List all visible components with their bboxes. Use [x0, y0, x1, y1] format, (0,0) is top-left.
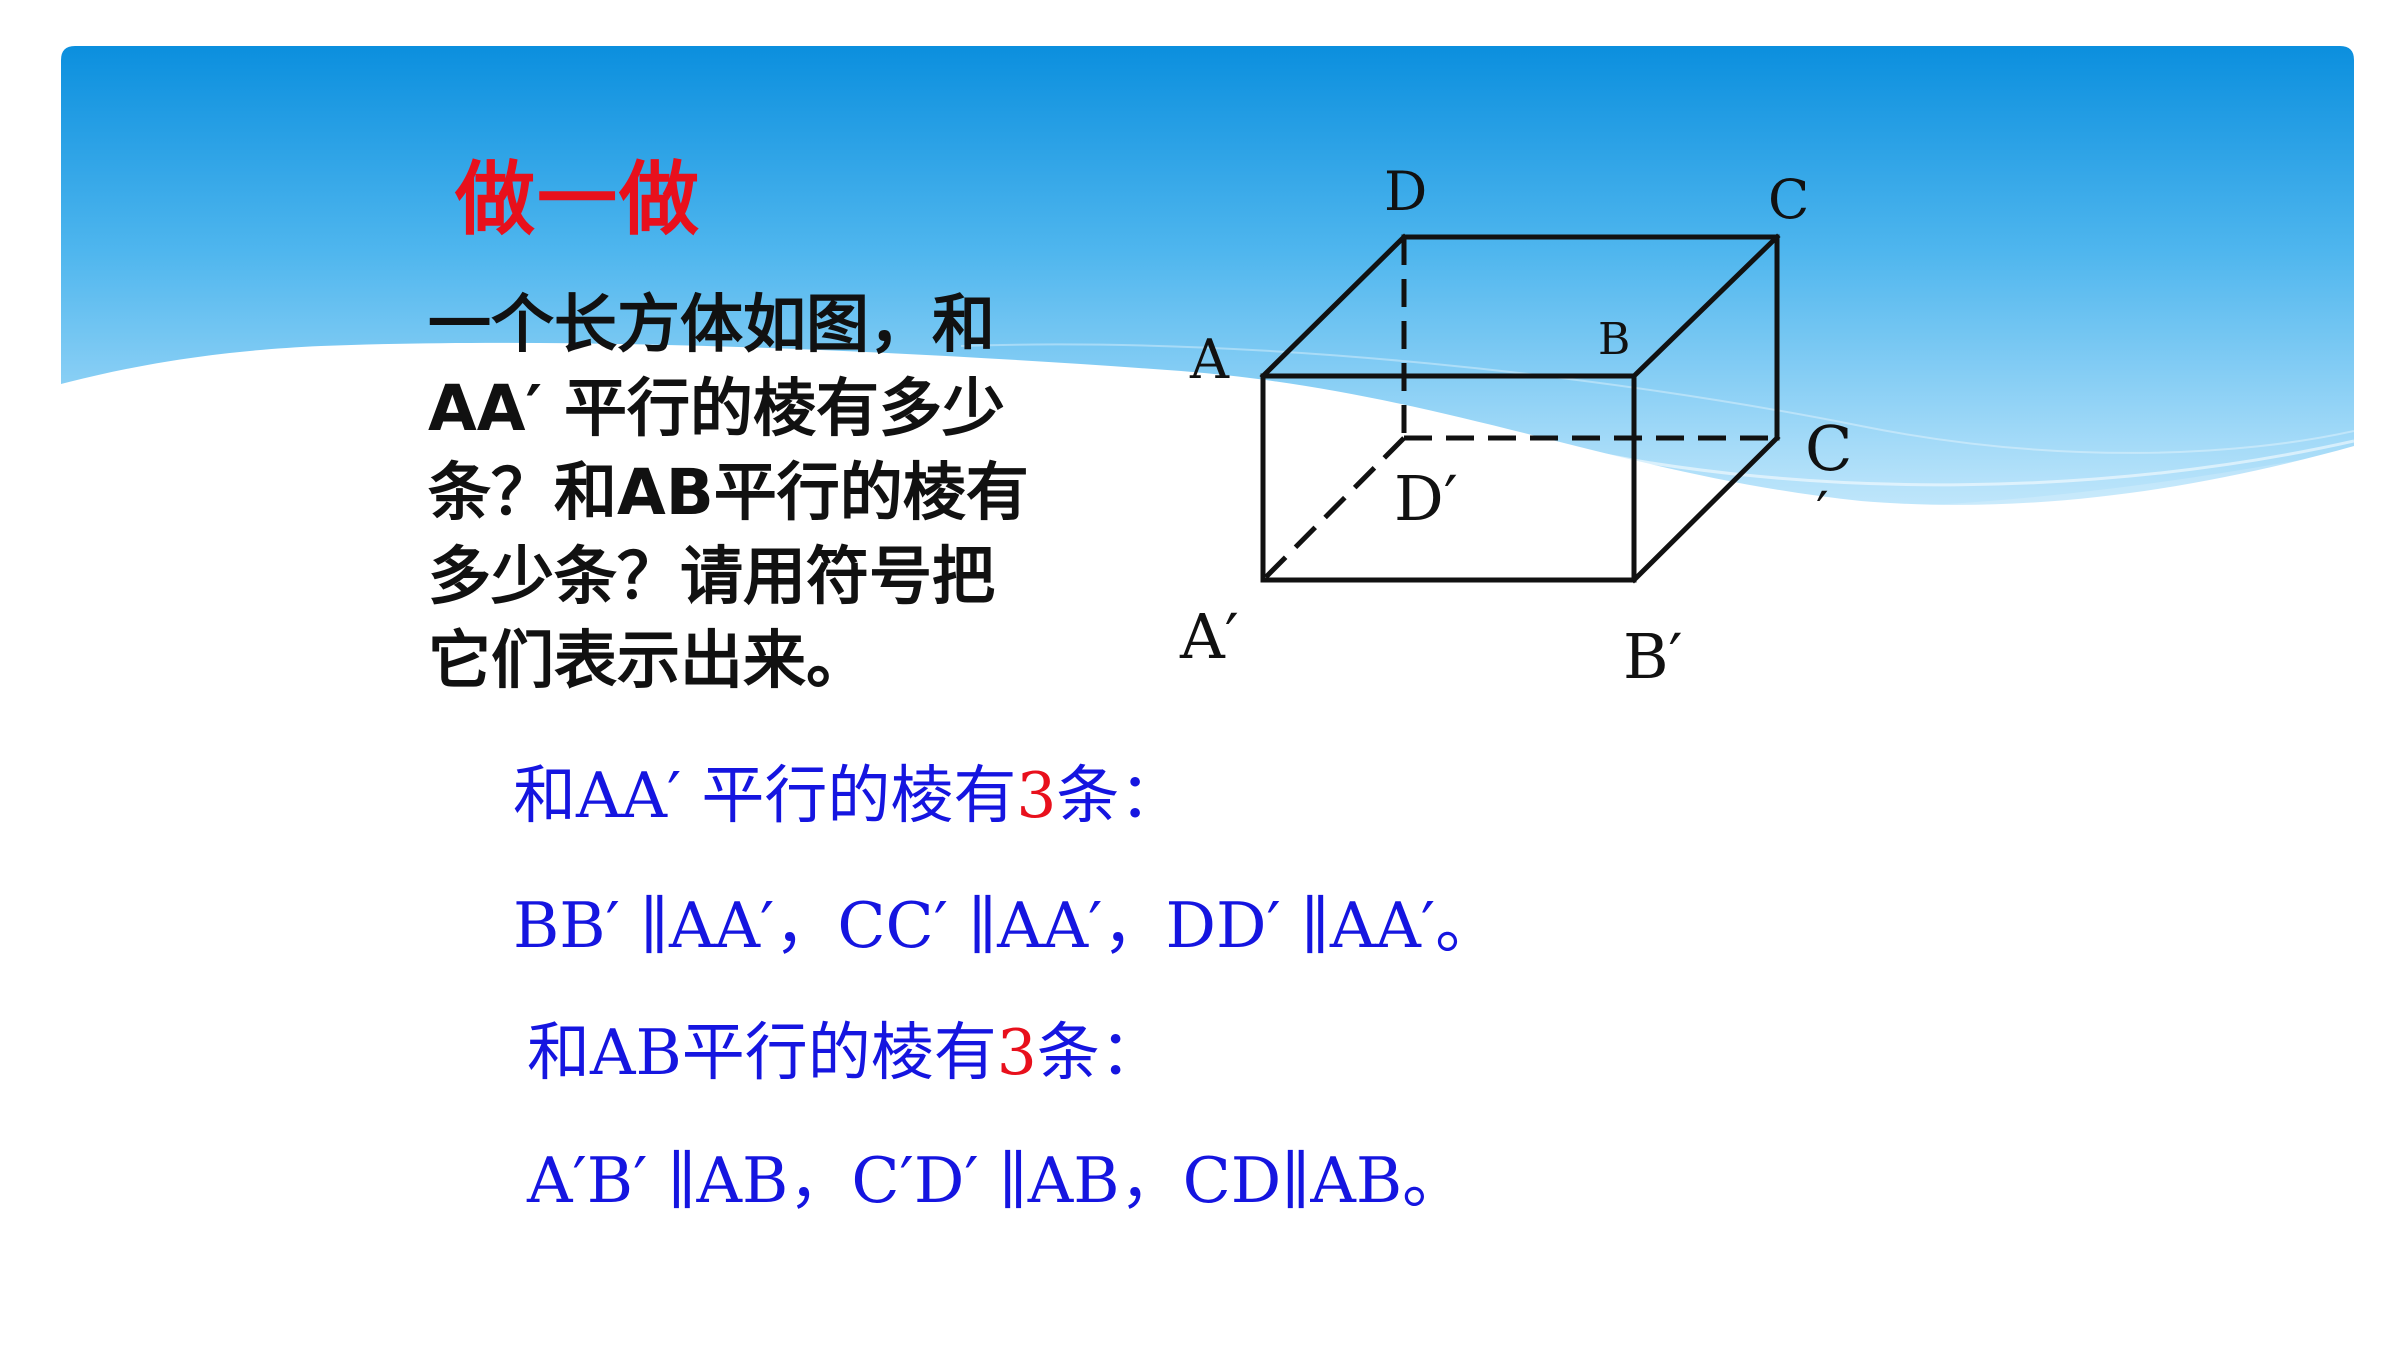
label-A-prime: A′	[1179, 600, 1239, 673]
label-C-prime-mark: ′	[1816, 481, 1829, 546]
banner-wave-highlight	[760, 368, 2354, 487]
answer-aa-count: 3	[1016, 759, 1057, 832]
hidden-edge-D-prime-A-prime	[1261, 436, 1406, 582]
banner-wave-highlight-2	[960, 343, 2354, 454]
question-line: 一个长方体如图，和	[428, 288, 995, 361]
label-C: C	[1768, 168, 1809, 231]
question-line: AA′ 平行的棱有多少	[428, 372, 1006, 445]
answer-aa-heading-prefix: 和AA′ 平行的棱有	[513, 759, 1017, 832]
label-D-prime: D′	[1394, 462, 1458, 535]
label-A: A	[1189, 328, 1230, 391]
answer-ab-heading: 和AB平行的棱有3条：	[527, 1002, 1163, 1093]
question-text: 一个长方体如图，和 AA′ 平行的棱有多少 条？和AB平行的棱有 多少条？请用符…	[428, 283, 1108, 703]
edge-AD	[1259, 233, 1408, 380]
header-banner	[61, 46, 2354, 522]
question-line: 多少条？请用符号把	[428, 540, 995, 613]
label-D: D	[1384, 160, 1427, 223]
answer-aa-heading-suffix: 条：	[1056, 759, 1183, 832]
answer-ab-count: 3	[996, 1016, 1037, 1089]
question-line: 它们表示出来。	[428, 624, 869, 697]
page-title: 做一做	[455, 153, 701, 246]
label-B-prime: B′	[1623, 620, 1683, 693]
edge-CB	[1630, 233, 1781, 380]
answer-aa-heading: 和AA′ 平行的棱有3条：	[513, 745, 1182, 836]
question-line: 条？和AB平行的棱有	[428, 456, 1029, 529]
answer-ab-heading-suffix: 条：	[1036, 1016, 1163, 1089]
edge-C-prime-B-prime	[1630, 434, 1781, 584]
answer-ab-heading-prefix: 和AB平行的棱有	[527, 1016, 997, 1089]
cuboid-figure: D C A B C ′ D′ A′ B′	[1179, 160, 1852, 693]
answer-aa-result: BB′ ∥AA′，CC′ ∥AA′，DD′ ∥AA′。	[513, 889, 1499, 962]
label-C-prime: C	[1805, 412, 1852, 485]
label-B: B	[1598, 314, 1630, 365]
banner-shape	[61, 46, 2354, 505]
answer-ab-result: A′B′ ∥AB，C′D′ ∥AB，CD∥AB。	[527, 1144, 1466, 1217]
